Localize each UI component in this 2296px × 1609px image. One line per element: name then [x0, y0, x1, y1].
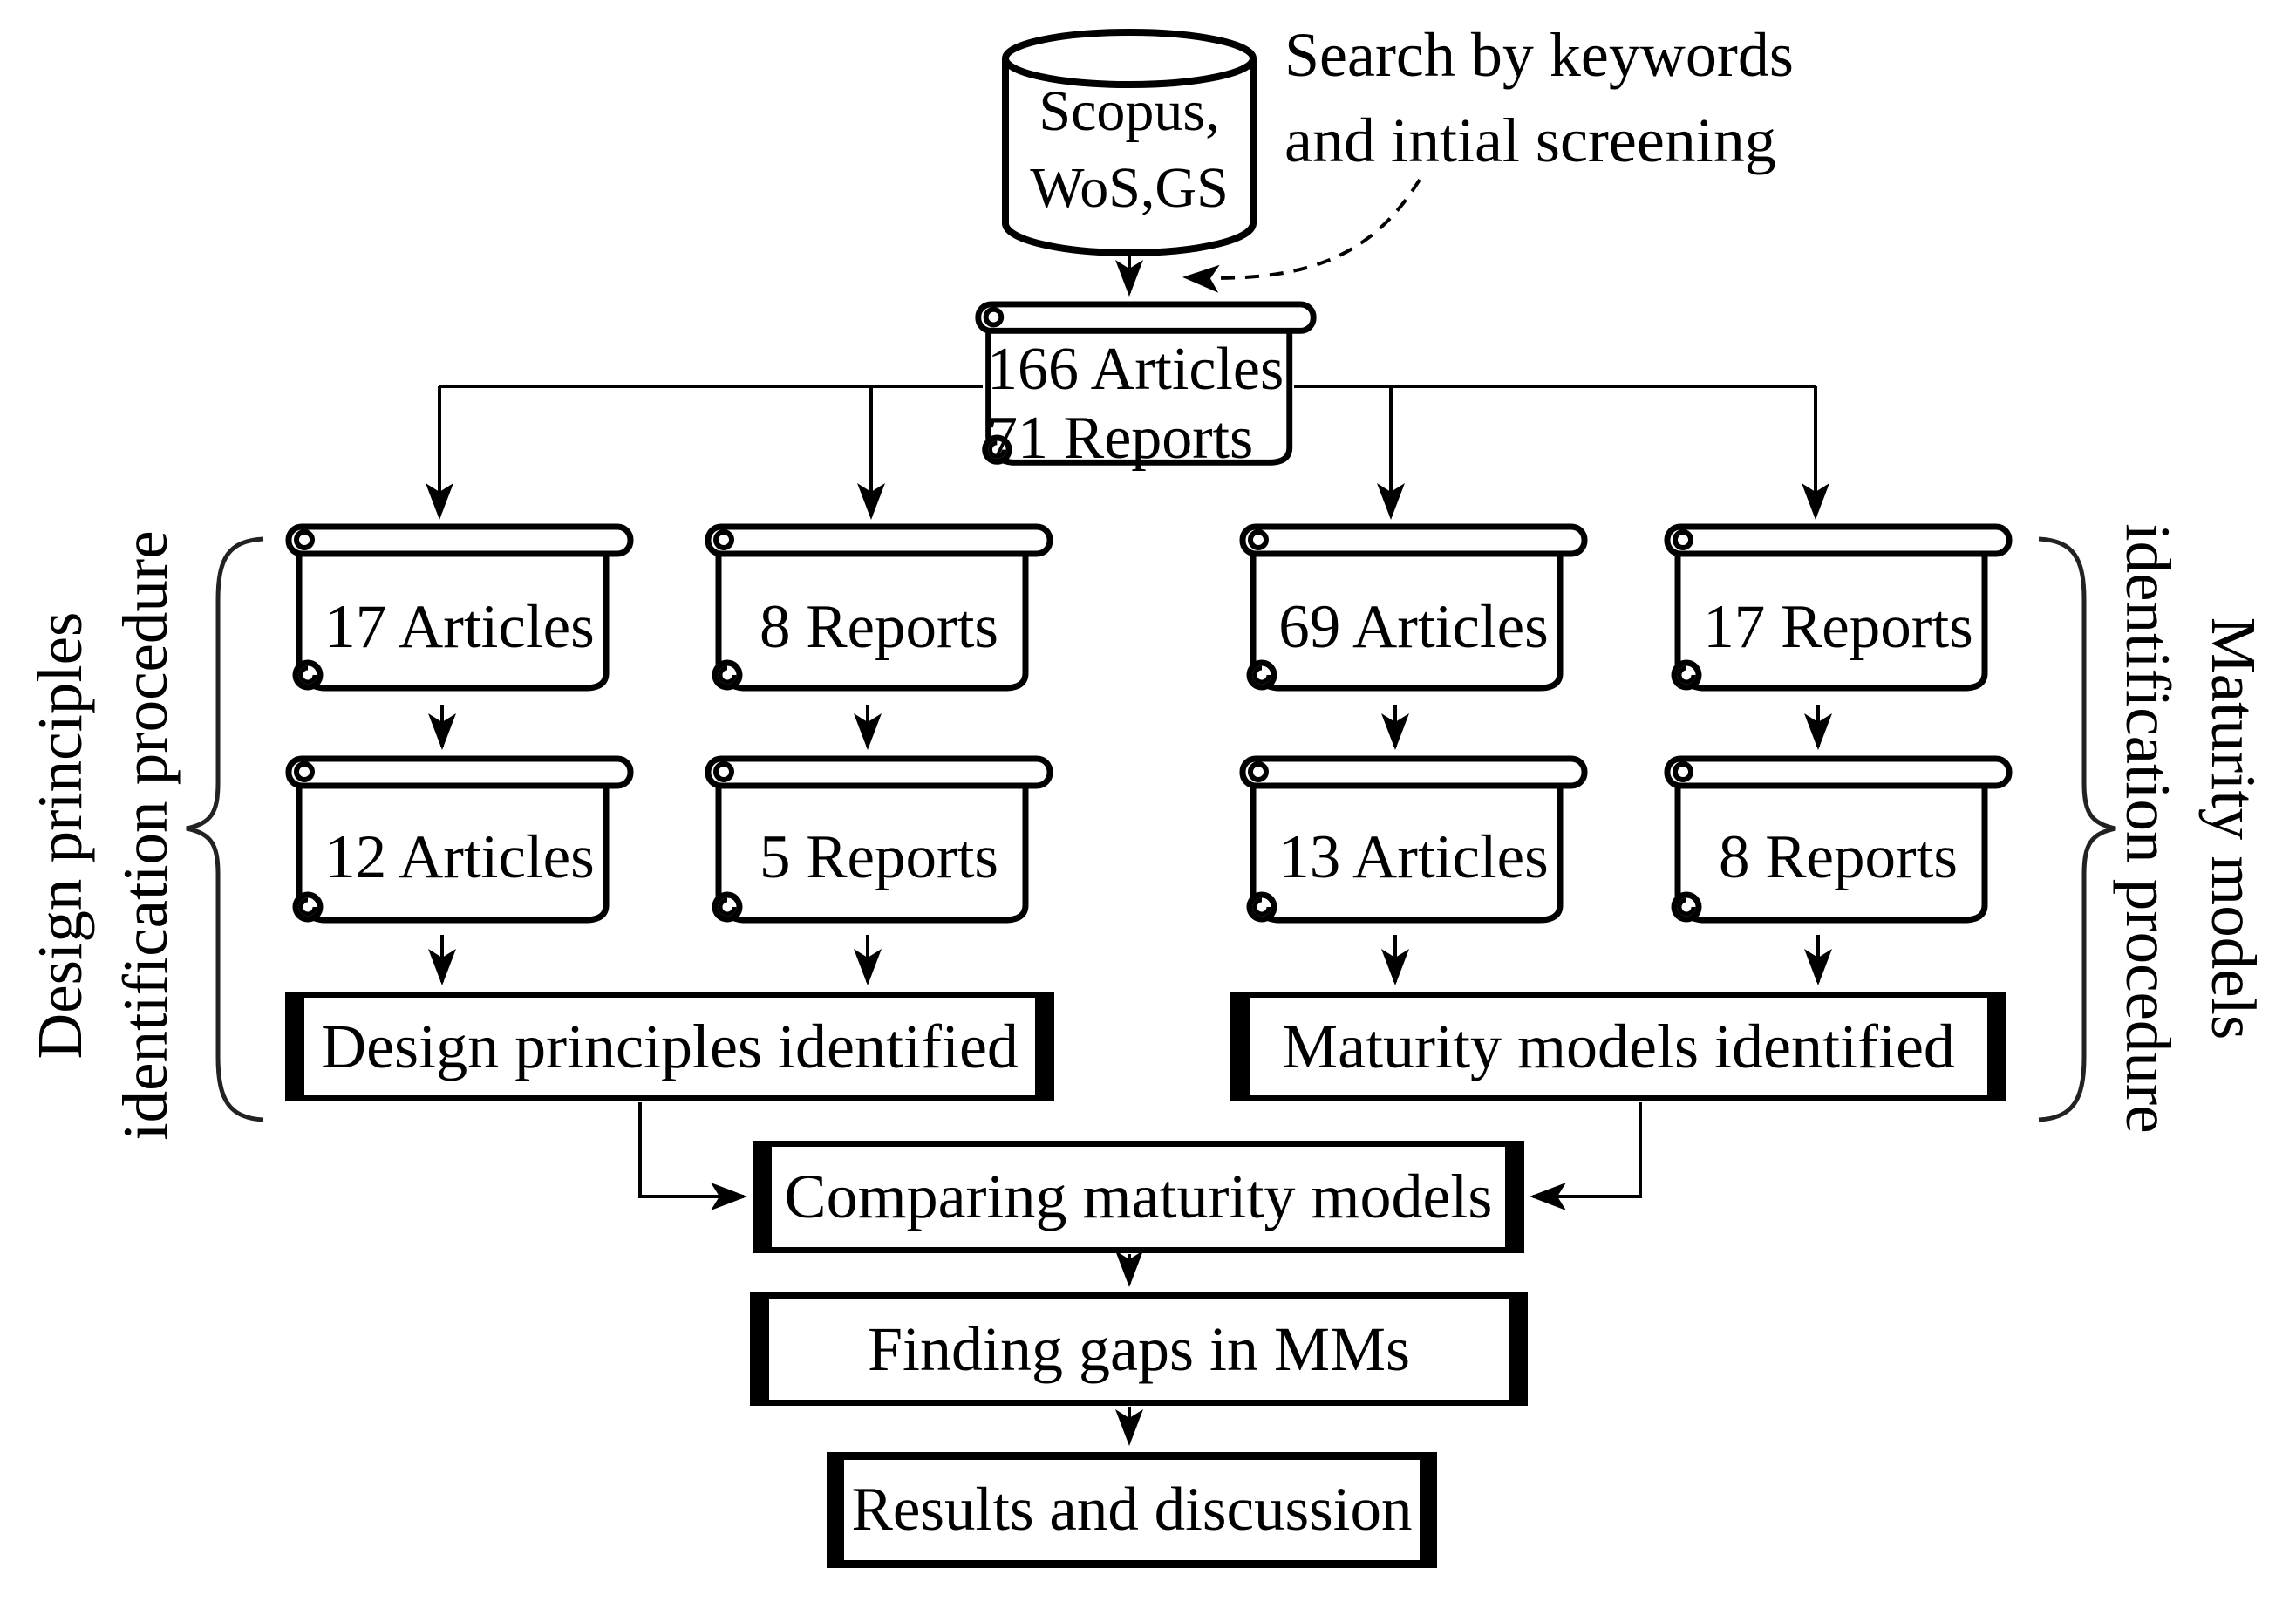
database-label-line1: Scopus,	[1039, 79, 1220, 143]
right-reports-initial-label: 17 Reports	[1703, 592, 1973, 661]
left-articles-screened-label: 12 Articles	[324, 822, 595, 891]
comparing-maturity-models-box: Comparing maturity models	[753, 1141, 1524, 1253]
database-label-line2: WoS,GS	[1030, 156, 1229, 220]
maturity-models-identified-box: Maturity models identified	[1230, 992, 2006, 1101]
right-reports-screened-label: 8 Reports	[1718, 822, 1959, 891]
database-label: Scopus, WoS,GS	[1005, 73, 1253, 227]
design-principles-identified-box: Design principles identified	[285, 992, 1054, 1101]
root-scroll-line2: 71 Reports	[987, 405, 1254, 472]
search-annotation-line1: Search by keywords	[1284, 20, 1794, 90]
database-cylinder-icon	[1002, 29, 1257, 256]
right-procedure-label-line2: identification procedure	[2113, 523, 2184, 1134]
left-reports-screened-label: 5 Reports	[759, 822, 999, 891]
left-brace	[186, 536, 264, 1122]
left-reports-initial-label: 8 Reports	[759, 592, 999, 661]
root-scroll-line1: 166 Articles	[987, 336, 1284, 403]
left-articles-initial-label: 17 Articles	[324, 592, 595, 661]
right-procedure-label: Maturity models identification procedure	[2105, 283, 2276, 1374]
annotation-pointer-arrow	[1182, 178, 1421, 293]
right-brace	[2038, 536, 2116, 1122]
grouping-braces	[186, 536, 2116, 1122]
left-procedure-label-line2: identification procedure	[110, 530, 181, 1141]
finding-gaps-box: Finding gaps in MMs	[750, 1292, 1528, 1406]
left-procedure-label: Design principles identification procedu…	[17, 290, 188, 1381]
left-procedure-label-line1: Design principles	[24, 611, 95, 1060]
results-discussion-box: Results and discussion	[827, 1452, 1437, 1568]
root-scroll-label: 166 Articles 71 Reports	[987, 335, 1312, 473]
connector-arrows	[426, 178, 1832, 1446]
search-annotation: Search by keywords and intial screening	[1284, 12, 1794, 183]
right-articles-initial-label: 69 Articles	[1278, 592, 1549, 661]
search-annotation-line2: and intial screening	[1284, 106, 1776, 175]
right-procedure-label-line1: Maturity models	[2198, 617, 2269, 1040]
right-articles-screened-label: 13 Articles	[1278, 822, 1549, 891]
